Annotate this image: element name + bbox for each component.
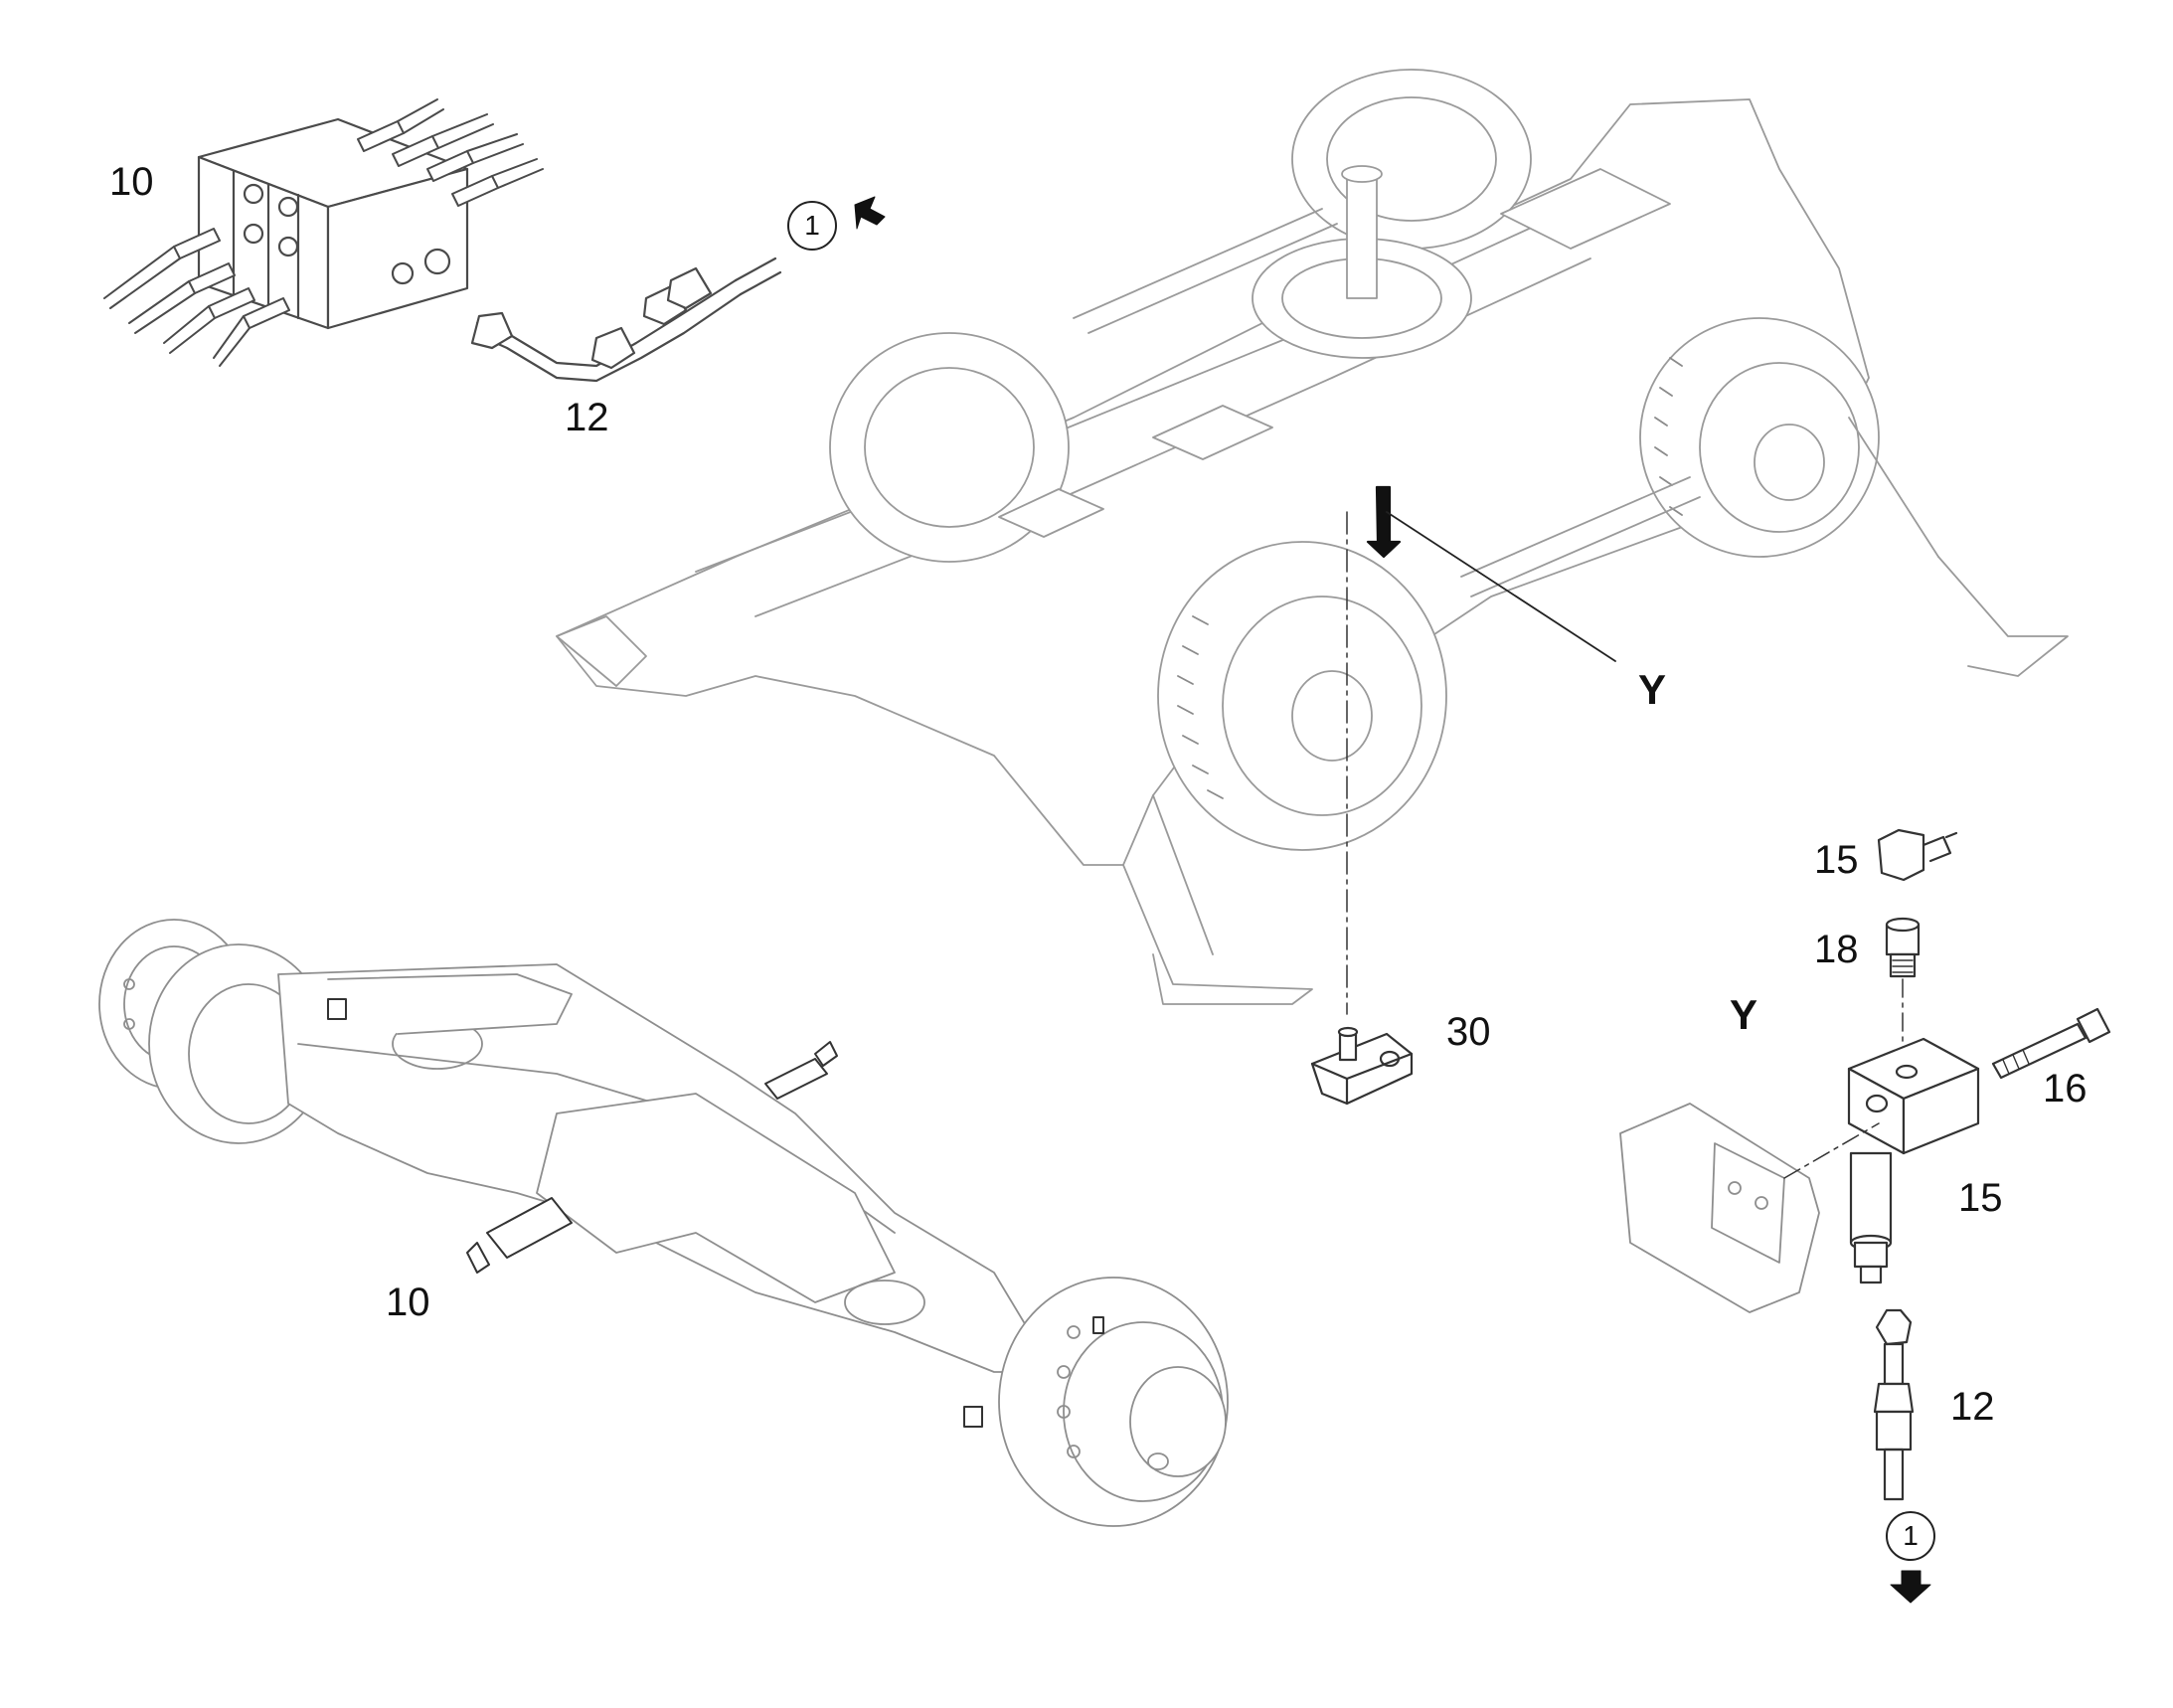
fitting-30 <box>1310 1026 1414 1106</box>
callout-elbow-15: 15 <box>1814 838 1859 882</box>
adapter-18 <box>1885 917 1921 978</box>
mounting-bracket <box>1619 1103 1820 1313</box>
callout-screw-16: 16 <box>2043 1067 2088 1110</box>
front-axle <box>98 919 1229 1527</box>
screw-16 <box>1991 1007 2111 1080</box>
callout-distributor: 10 <box>109 160 154 204</box>
flow-arrow-bottom <box>1890 1570 1931 1604</box>
callout-adapter-18: 18 <box>1814 928 1859 971</box>
junction-block <box>1847 1037 1980 1155</box>
pipe-assembly-top <box>470 256 782 383</box>
flow-arrow-top <box>854 196 886 230</box>
callout-fitting-30: 30 <box>1446 1010 1491 1054</box>
callout-pipe-top: 12 <box>565 396 609 439</box>
leader-line-y <box>1386 511 1616 662</box>
elbow-fitting-15 <box>1877 828 1958 882</box>
circle-ref-top: 1 <box>787 201 837 251</box>
callout-fitting-15-lower: 15 <box>1958 1176 2003 1220</box>
callout-pipe-12-lower: 12 <box>1950 1385 1995 1429</box>
center-line-bracket <box>1783 1122 1880 1179</box>
pipe-assembly-lower <box>1873 1308 1915 1501</box>
fitting-15-lower <box>1849 1151 1893 1284</box>
callout-axle: 10 <box>386 1281 430 1324</box>
circle-ref-bottom: 1 <box>1886 1511 1935 1561</box>
grease-nipples <box>327 998 1104 1428</box>
view-label-y-detail: Y <box>1730 991 1758 1038</box>
location-arrow <box>1366 485 1402 559</box>
vehicle-chassis <box>556 69 2069 1005</box>
view-label-y: Y <box>1638 666 1667 713</box>
lubrication-distributor <box>103 98 544 367</box>
